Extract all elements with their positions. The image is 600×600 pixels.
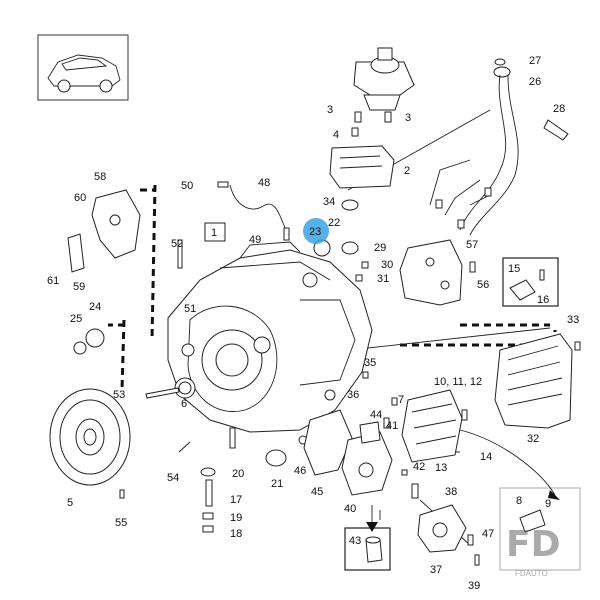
callout-54[interactable]: 54 <box>167 472 179 484</box>
dashed-leaders <box>108 184 557 391</box>
callout-34[interactable]: 34 <box>323 196 335 208</box>
callout-5[interactable]: 5 <box>67 497 73 509</box>
callout-17[interactable]: 17 <box>230 494 242 506</box>
callout-40[interactable]: 40 <box>344 503 356 515</box>
callout-44[interactable]: 44 <box>370 409 382 421</box>
callout-60[interactable]: 60 <box>74 192 86 204</box>
callout-3b[interactable]: 3 <box>405 112 411 124</box>
callout-18[interactable]: 18 <box>230 528 242 540</box>
torque-converter <box>49 388 131 486</box>
sensor-harness-48 <box>229 184 286 229</box>
callout-6[interactable]: 6 <box>181 398 187 410</box>
seals-orings <box>73 58 511 477</box>
callout-59[interactable]: 59 <box>73 281 85 293</box>
vehicle-thumbnail <box>37 34 129 101</box>
callout-42[interactable]: 42 <box>413 461 425 473</box>
watermark-logo: FD FDAUTO <box>506 524 560 578</box>
watermark-logo-text: FD <box>506 524 560 565</box>
callout-48[interactable]: 48 <box>258 177 270 189</box>
callout-49[interactable]: 49 <box>249 234 261 246</box>
oil-pan <box>494 333 573 429</box>
callout-45[interactable]: 45 <box>311 486 323 498</box>
shift-components <box>303 409 393 496</box>
callout-23[interactable]: 23 <box>309 226 321 238</box>
callout-52[interactable]: 52 <box>171 238 183 250</box>
callout-33[interactable]: 33 <box>567 314 579 326</box>
highlight-circle[interactable] <box>303 218 329 244</box>
callout-35[interactable]: 35 <box>364 357 376 369</box>
callout-4[interactable]: 4 <box>333 129 339 141</box>
callout-61[interactable]: 61 <box>47 275 59 287</box>
part-43-inset <box>344 527 391 571</box>
callout-9[interactable]: 9 <box>545 498 551 510</box>
part-8-inset <box>499 487 581 571</box>
pointer-arrows <box>366 429 560 532</box>
callout-55[interactable]: 55 <box>115 517 127 529</box>
callout-28[interactable]: 28 <box>553 103 565 115</box>
transmission-housing <box>167 241 373 433</box>
wiring-harness <box>429 74 569 236</box>
callout-13[interactable]: 13 <box>435 462 447 474</box>
callout-43[interactable]: 43 <box>349 535 361 547</box>
watermark-text: FDAUTO <box>515 569 548 578</box>
callout-21[interactable]: 21 <box>271 478 283 490</box>
callout-10-11-12[interactable]: 10, 11, 12 <box>434 376 482 388</box>
callout-56[interactable]: 56 <box>477 279 489 291</box>
callout-50[interactable]: 50 <box>181 180 193 192</box>
callout-31[interactable]: 31 <box>377 273 389 285</box>
callout-20[interactable]: 20 <box>232 468 244 480</box>
callout-41[interactable]: 41 <box>386 420 398 432</box>
engine-mount <box>353 47 415 111</box>
callout-24[interactable]: 24 <box>89 301 101 313</box>
valve-body <box>401 389 463 463</box>
callout-29[interactable]: 29 <box>374 242 386 254</box>
callout-14[interactable]: 14 <box>480 451 492 463</box>
callout-7[interactable]: 7 <box>398 394 404 406</box>
callout-16[interactable]: 16 <box>537 294 549 306</box>
bolts <box>119 111 581 566</box>
callout-57[interactable]: 57 <box>466 239 478 251</box>
solenoid-37 <box>417 504 467 553</box>
callout-53[interactable]: 53 <box>113 389 125 401</box>
bracket-58 <box>67 189 141 273</box>
callout-51[interactable]: 51 <box>184 303 196 315</box>
callout-labels: 1 2 3 3 4 5 6 7 8 9 10, 11, 12 13 14 15 … <box>47 55 579 592</box>
control-module <box>329 145 395 189</box>
bracket-56 <box>399 239 463 306</box>
callout-30[interactable]: 30 <box>381 259 393 271</box>
sensor-inset <box>502 257 559 307</box>
callout-1[interactable]: 1 <box>211 227 217 239</box>
callout-58[interactable]: 58 <box>94 171 106 183</box>
callout-26[interactable]: 26 <box>529 76 541 88</box>
callout-27[interactable]: 27 <box>529 55 541 67</box>
callout-36[interactable]: 36 <box>347 389 359 401</box>
callout-15[interactable]: 15 <box>508 263 520 275</box>
callout-46[interactable]: 46 <box>294 465 306 477</box>
callout-19[interactable]: 19 <box>230 512 242 524</box>
callout-37[interactable]: 37 <box>430 564 442 576</box>
callout-8[interactable]: 8 <box>516 495 522 507</box>
callout-box-1 <box>204 222 226 242</box>
callout-2[interactable]: 2 <box>404 165 410 177</box>
callout-25[interactable]: 25 <box>70 313 82 325</box>
callout-39[interactable]: 39 <box>468 580 480 592</box>
callout-38[interactable]: 38 <box>445 486 457 498</box>
callout-32[interactable]: 32 <box>527 433 539 445</box>
callout-3a[interactable]: 3 <box>327 104 333 116</box>
callout-47[interactable]: 47 <box>482 528 494 540</box>
callout-22[interactable]: 22 <box>328 217 340 229</box>
